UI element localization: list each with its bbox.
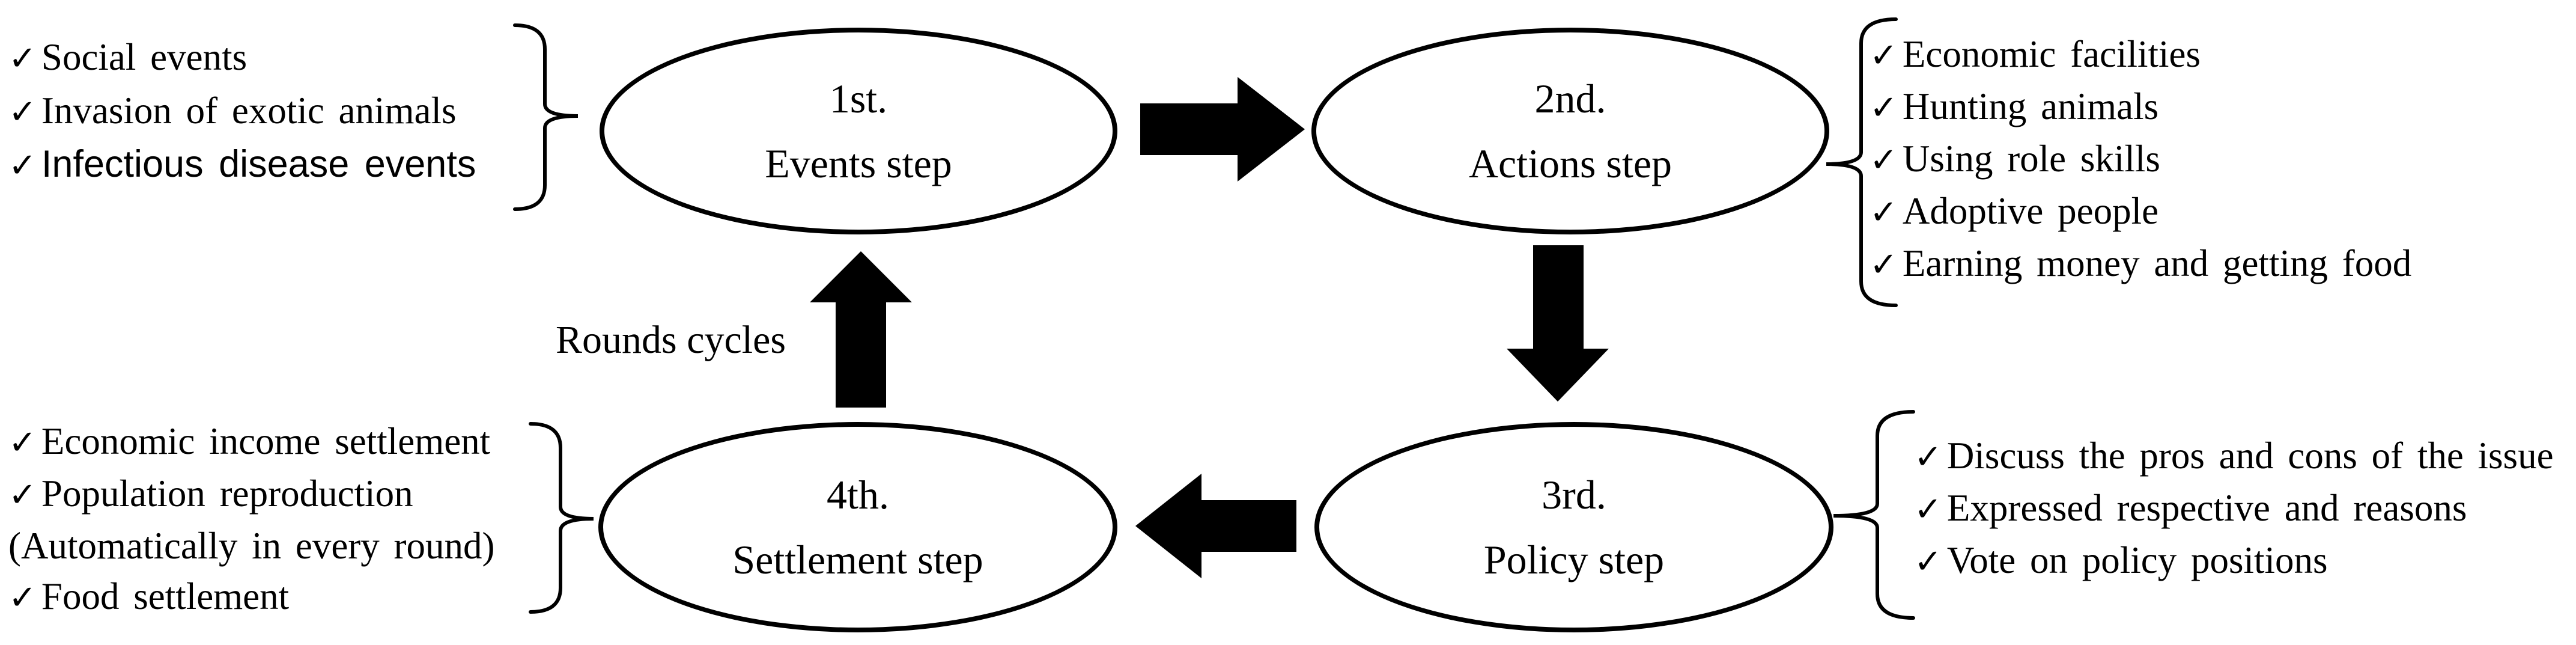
list-item-label: Discuss the pros and cons of the issue [1946, 435, 2554, 477]
arrow-left-policy-to-settlement [1135, 474, 1296, 578]
list-item-label: (Automatically in every round) [8, 525, 495, 567]
list-item: ✓Using role skills [1870, 133, 2411, 186]
step-order: 3rd. [1542, 472, 1606, 518]
events-checklist: ✓Social events ✓Invasion of exotic anima… [8, 31, 476, 192]
policy-checklist: ✓Discuss the pros and cons of the issue … [1914, 430, 2554, 587]
settlement-checklist: ✓Economic income settlement ✓Population … [8, 416, 495, 623]
arrow-up-settlement-to-events [810, 251, 912, 409]
checkmark-icon: ✓ [1870, 88, 1898, 127]
step-ellipse-policy: 3rd. Policy step [1314, 422, 1833, 632]
step-ellipse-settlement: 4th. Settlement step [598, 422, 1117, 632]
list-item-label: Food settlement [41, 575, 290, 617]
arrow-shaft [836, 299, 886, 408]
step-order: 1st. [829, 76, 888, 121]
list-item: ✓Hunting animals [1870, 81, 2411, 133]
arrow-head-icon [810, 251, 912, 302]
list-item: ✓Invasion of exotic animals [8, 85, 476, 138]
list-item: ✓Expressed respective and reasons [1914, 483, 2554, 535]
list-item: ✓Economic income settlement [8, 416, 495, 468]
step-name: Events step [765, 141, 952, 186]
arrow-head-icon [1238, 77, 1305, 182]
list-item-note: (Automatically in every round) [8, 521, 495, 571]
checkmark-icon: ✓ [1914, 438, 1942, 477]
checkmark-icon: ✓ [8, 93, 37, 132]
checkmark-icon: ✓ [1870, 193, 1898, 232]
arrow-right-events-to-actions [1140, 77, 1305, 182]
checkmark-icon: ✓ [1870, 36, 1898, 75]
list-item-label: Using role skills [1902, 138, 2160, 180]
list-item-label: Invasion of exotic animals [41, 90, 457, 132]
step-ellipse-actions: 2nd. Actions step [1311, 28, 1829, 234]
list-item-label: Earning money and getting food [1902, 242, 2412, 284]
step-name: Settlement step [732, 537, 983, 582]
curly-brace-right-events-icon [513, 23, 579, 211]
list-item-label: Infectious disease events [41, 143, 476, 185]
step-name: Actions step [1468, 141, 1672, 186]
curly-brace-right-settlement-icon [529, 422, 594, 614]
checkmark-icon: ✓ [1870, 245, 1898, 284]
arrow-head-icon [1135, 474, 1201, 578]
step-name: Policy step [1483, 537, 1665, 582]
list-item: ✓Vote on policy positions [1914, 535, 2554, 587]
list-item-label: Social events [41, 36, 248, 78]
checkmark-icon: ✓ [1870, 141, 1898, 180]
list-item: ✓Earning money and getting food [1870, 238, 2411, 290]
list-item-label: Expressed respective and reasons [1946, 487, 2467, 529]
arrow-shaft [1533, 245, 1584, 352]
arrow-shaft [1198, 500, 1296, 552]
list-item-label: Hunting animals [1902, 85, 2159, 127]
list-item-label: Vote on policy positions [1946, 539, 2328, 581]
list-item-label: Population reproduction [41, 472, 413, 515]
checkmark-icon: ✓ [8, 146, 37, 185]
list-item: ✓Discuss the pros and cons of the issue [1914, 430, 2554, 483]
checkmark-icon: ✓ [1914, 490, 1942, 529]
arrow-down-actions-to-policy [1507, 245, 1609, 402]
checkmark-icon: ✓ [8, 39, 37, 78]
checkmark-icon: ✓ [8, 423, 37, 462]
step-ellipse-events: 1st. Events step [600, 28, 1117, 234]
actions-checklist: ✓Economic facilities ✓Hunting animals ✓U… [1870, 29, 2411, 290]
step-order: 4th. [827, 472, 889, 518]
rounds-cycles-label: Rounds cycles [556, 318, 786, 362]
checkmark-icon: ✓ [8, 475, 37, 515]
list-item-label: Economic income settlement [41, 420, 491, 462]
list-item-label: Adoptive people [1902, 190, 2159, 232]
list-item: ✓Population reproduction [8, 468, 495, 521]
curly-brace-left-policy-icon [1833, 410, 1915, 620]
list-item: ✓Food settlement [8, 571, 495, 623]
step-order: 2nd. [1534, 76, 1606, 121]
list-item: ✓Adoptive people [1870, 186, 2411, 238]
checkmark-icon: ✓ [8, 578, 37, 617]
checkmark-icon: ✓ [1914, 542, 1942, 581]
arrow-head-icon [1507, 349, 1609, 402]
list-item: ✓Social events [8, 31, 476, 85]
list-item: ✓Economic facilities [1870, 29, 2411, 81]
arrow-shaft [1140, 103, 1241, 155]
list-item-label: Economic facilities [1902, 33, 2201, 75]
list-item: ✓Infectious disease events [8, 138, 476, 192]
